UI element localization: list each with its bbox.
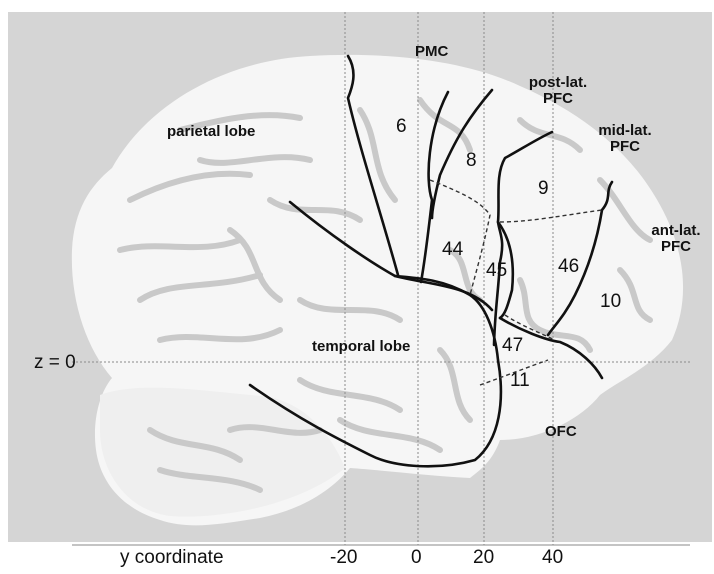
label-ant-lat-pfc: ant-lat. PFC: [642, 223, 710, 255]
area-10: 10: [600, 291, 622, 312]
area-6: 6: [396, 116, 407, 137]
label-temporal-lobe: temporal lobe: [312, 338, 411, 355]
y-tick-0: 0: [411, 547, 422, 568]
label-mid-lat-line2: PFC: [610, 137, 640, 155]
label-ant-lat-line2: PFC: [661, 237, 691, 255]
area-9: 9: [538, 178, 549, 199]
dashed-boundaries: [429, 179, 603, 386]
area-44: 44: [442, 239, 464, 260]
label-ofc: OFC: [545, 423, 577, 440]
area-11: 11: [510, 370, 530, 391]
y-tick-40: 40: [542, 547, 564, 568]
y-tick-minus20: -20: [330, 547, 358, 568]
label-pmc: PMC: [415, 43, 449, 60]
boundary-ant-lat: [546, 180, 614, 337]
boundary-area8-9: [430, 88, 494, 220]
boundary-precentral: [419, 90, 450, 284]
area-47: 47: [502, 335, 524, 356]
area-45: 45: [486, 260, 508, 281]
label-mid-lat-line1: mid-lat.: [598, 122, 652, 139]
sulci-pattern: [117, 97, 653, 493]
label-post-lat-line1: post-lat.: [528, 74, 588, 91]
area-46: 46: [558, 256, 580, 277]
label-post-lat-pfc: post-lat. PFC: [518, 75, 598, 107]
y-tick-20: 20: [473, 547, 495, 568]
label-mid-lat-pfc: mid-lat. PFC: [584, 123, 666, 155]
boundary-area45-46: [496, 220, 515, 320]
y-axis-title: y coordinate: [120, 547, 224, 568]
boundary-temporal: [248, 274, 503, 468]
label-ant-lat-line1: ant-lat.: [651, 222, 701, 239]
label-post-lat-line2: PFC: [543, 89, 573, 107]
z-zero-label: z = 0: [34, 352, 76, 373]
region-boundaries: [248, 54, 614, 468]
label-parietal-lobe: parietal lobe: [167, 123, 256, 140]
boundary-central: [346, 54, 400, 277]
area-8: 8: [466, 150, 477, 171]
boundary-area47-10: [498, 316, 604, 380]
